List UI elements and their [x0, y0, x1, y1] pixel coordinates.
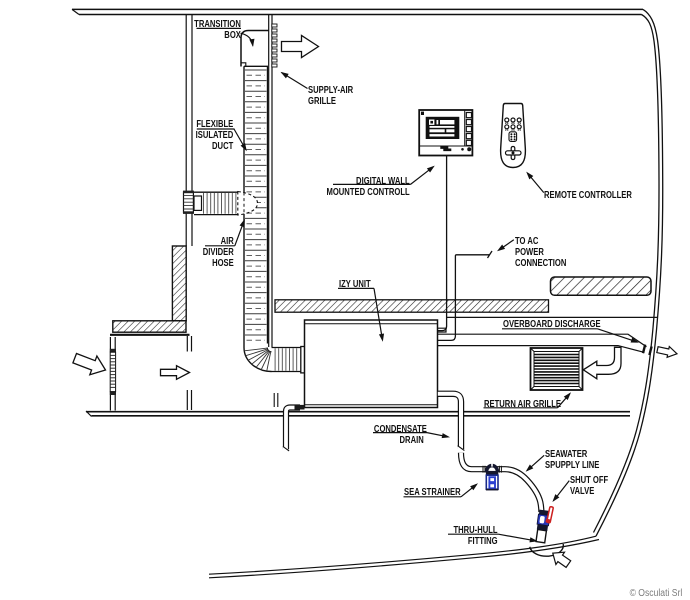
- ac-power-wire: [437, 250, 493, 342]
- label-line: OVERBOARD DISCHARGE: [503, 319, 601, 330]
- lower-wall-left: [109, 336, 193, 411]
- izy-unit: [303, 319, 439, 409]
- seawater-supply-pipe: [457, 452, 545, 513]
- label-izy-unit: IZY UNIT: [339, 279, 371, 290]
- discharge-fitting: [641, 344, 653, 356]
- label-leaders: [196, 27, 637, 542]
- copyright-text: © Osculati Srl: [629, 588, 682, 599]
- valve-handle: [545, 505, 554, 524]
- airflow-arrow-intake: [72, 352, 107, 376]
- label-overboard-discharge: OVERBOARD DISCHARGE: [503, 319, 601, 330]
- condensate-drain-pipe: [437, 390, 465, 457]
- label-line: SPUPPLY LINE: [544, 460, 599, 471]
- label-line: DUCT: [212, 141, 234, 152]
- label-line: BOX: [223, 29, 241, 41]
- remote-controller: [499, 102, 527, 169]
- label-line: SEAWATER: [544, 449, 587, 460]
- label-line: TRANSITION: [193, 18, 241, 30]
- upper-shelf-hatch: [549, 276, 652, 297]
- hatched-sill: [110, 320, 190, 336]
- label-sea-strainer: SEA STRAINER: [404, 487, 461, 498]
- cabin-air-grille: [109, 348, 117, 395]
- label-line: POWER: [514, 247, 544, 258]
- label-remote-controller: REMOTE CONTROLLER: [544, 190, 632, 201]
- supply-air-grille: [271, 23, 278, 68]
- label-line: RETURN AIR GRILLE: [484, 398, 561, 410]
- airflow-arrow-cabin: [159, 364, 191, 381]
- label-line: GRILLE: [308, 96, 337, 107]
- label-line: DRAIN: [399, 434, 424, 446]
- label-line: REMOTE CONTROLLER: [544, 189, 632, 201]
- label-line: THRU-HULL: [453, 525, 498, 536]
- wall-control-panel: [418, 109, 474, 157]
- airflow-arrow-return: [582, 346, 622, 381]
- flow-arrow-seawater-in: [552, 551, 572, 569]
- label-line: IZY UNIT: [339, 279, 371, 290]
- label-line: ISULATED: [195, 130, 234, 141]
- condensate-pipe-left: [282, 404, 305, 456]
- label-line: SEA STRAINER: [404, 486, 461, 498]
- label-line: MOUNTED CONTROLL: [326, 186, 410, 198]
- floor-line: [85, 410, 630, 417]
- sea-strainer: [484, 463, 500, 491]
- hull-side: [592, 8, 664, 537]
- airflow-arrow-supply: [280, 34, 320, 59]
- duct-chase-wall: [268, 15, 279, 407]
- transition-box: [240, 29, 269, 67]
- label-line: CONNECTION: [514, 258, 566, 269]
- deck-line: [71, 8, 643, 16]
- label-return-air-grille: RETURN AIR GRILLE: [484, 399, 561, 410]
- ceiling-hatch-band: [274, 299, 550, 313]
- label-line: SUPPLY-AIR: [308, 85, 354, 96]
- label-line: CONDENSATE: [373, 423, 427, 435]
- label-line: DIGITAL WALL: [355, 175, 410, 187]
- hull-bottom: [208, 535, 600, 579]
- label-line: HOSE: [212, 258, 234, 269]
- overboard-discharge-pipe: [437, 327, 647, 353]
- label-line: AIR: [220, 236, 234, 247]
- thru-hull-fitting: [535, 528, 548, 544]
- air-divider-hose: [182, 190, 259, 216]
- label-line: VALVE: [569, 486, 594, 497]
- flow-arrow-discharge: [656, 345, 679, 359]
- return-air-grille: [529, 347, 584, 391]
- label-line: FITTING: [467, 536, 498, 547]
- hatched-wall-block: [171, 245, 187, 322]
- duct-elbow: [243, 345, 306, 374]
- label-line: SHUT OFF: [569, 475, 608, 486]
- label-line: FLEXIBLE: [196, 119, 234, 130]
- label-line: TO AC: [514, 236, 538, 247]
- label-line: DIVIDER: [202, 247, 234, 258]
